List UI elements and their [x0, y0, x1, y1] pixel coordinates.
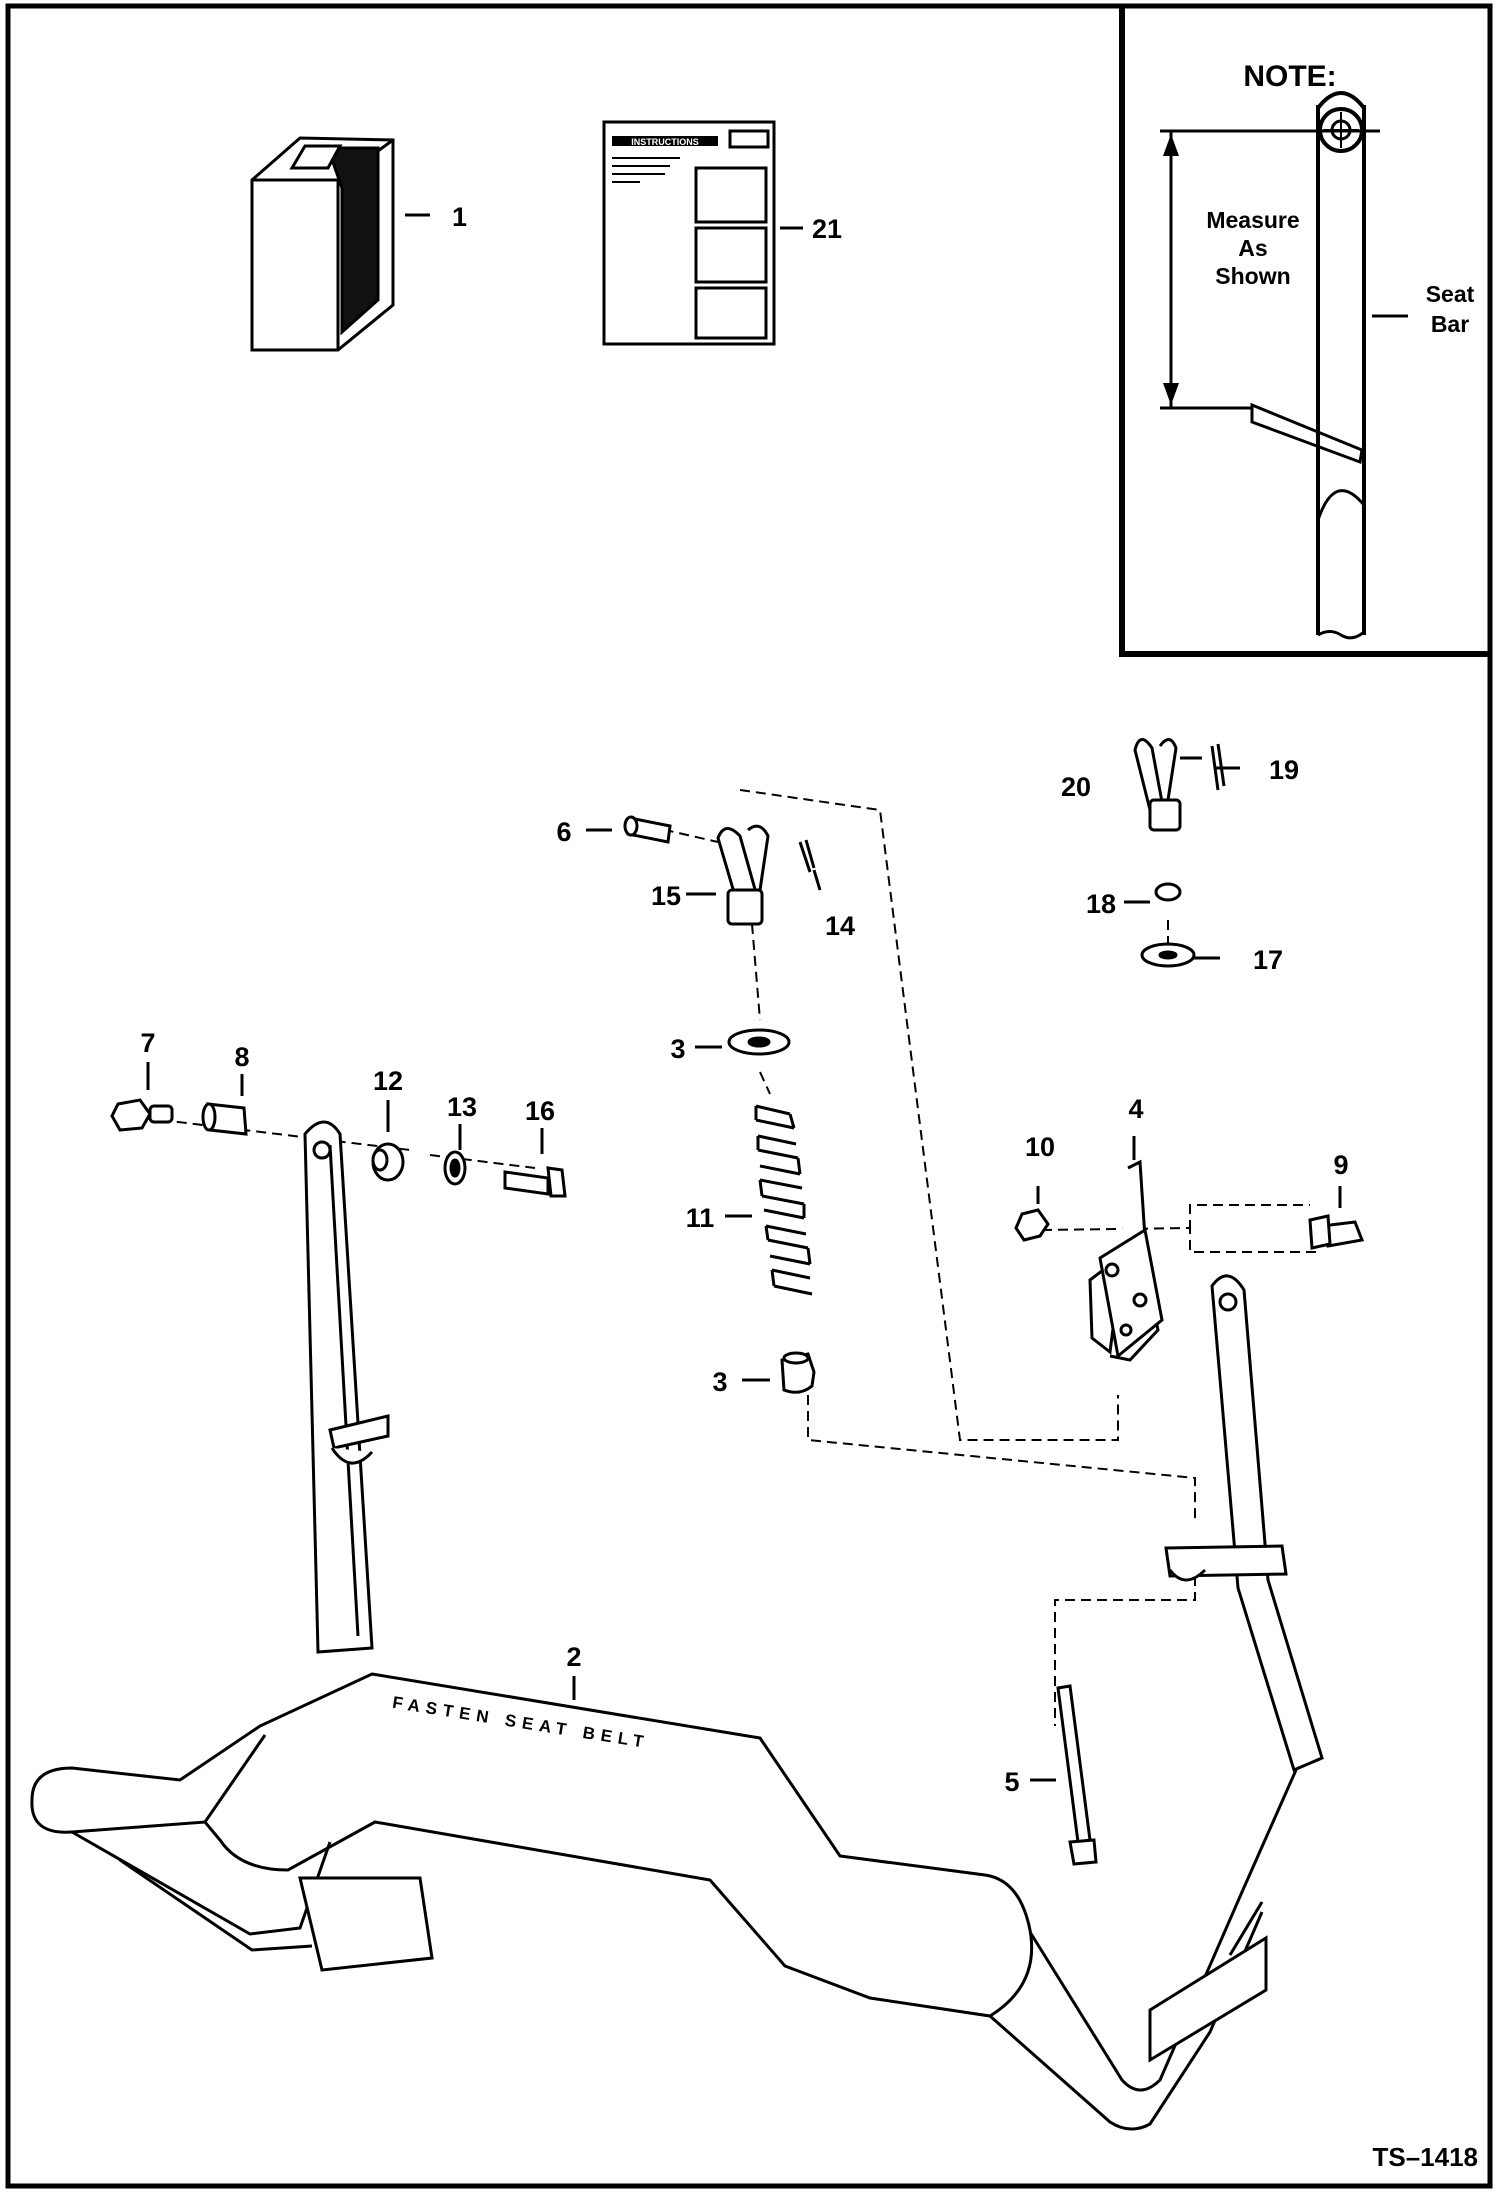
- callout-21: 21: [812, 214, 842, 244]
- spring: [754, 1104, 813, 1296]
- svg-text:INSTRUCTIONS: INSTRUCTIONS: [631, 137, 699, 147]
- callout-16: 16: [525, 1096, 555, 1126]
- left-hardware: [110, 1098, 567, 1198]
- part-21-instruction-sheet: INSTRUCTIONS 21: [602, 120, 842, 346]
- callout-5: 5: [1004, 1767, 1019, 1797]
- callout-15: 15: [651, 881, 681, 911]
- seat-bar-label-1: Seat: [1426, 281, 1475, 307]
- callout-3b: 3: [712, 1367, 727, 1397]
- callout-2: 2: [566, 1642, 581, 1672]
- callout-17: 17: [1253, 945, 1283, 975]
- callout-6: 6: [556, 817, 571, 847]
- seat-bar-label-2: Bar: [1431, 311, 1469, 337]
- part-1-box: 1: [250, 136, 467, 352]
- callout-8: 8: [234, 1042, 249, 1072]
- callout-20: 20: [1061, 772, 1091, 802]
- seat-bar-assembly: FASTEN SEAT BELT: [30, 1120, 1324, 2131]
- note-inset: NOTE: Measure As Shown Seat Bar: [1119, 8, 1490, 657]
- note-title: NOTE:: [1243, 60, 1336, 93]
- measure-label-3: Shown: [1215, 263, 1290, 289]
- callouts: 7 8 12 13 16 6 15 14 3 11 3 4 10 9 2 5 2…: [140, 755, 1348, 1797]
- callout-1: 1: [452, 202, 467, 232]
- callout-11: 11: [686, 1203, 715, 1233]
- right-hardware: [1014, 738, 1365, 1866]
- center-hardware: [623, 815, 816, 1394]
- callout-13: 13: [447, 1092, 477, 1122]
- callout-3a: 3: [670, 1034, 685, 1064]
- callout-4: 4: [1128, 1094, 1143, 1124]
- measure-label-1: Measure: [1206, 207, 1299, 233]
- callout-12: 12: [373, 1066, 403, 1096]
- callout-14: 14: [825, 911, 855, 941]
- callout-10: 10: [1025, 1132, 1055, 1162]
- reference-number: TS–1418: [1372, 2142, 1478, 2172]
- callout-7: 7: [140, 1028, 155, 1058]
- page-border: [5, 3, 1493, 2189]
- leader-lines: [146, 756, 1342, 1782]
- callout-19: 19: [1269, 755, 1299, 785]
- measure-label-2: As: [1238, 235, 1267, 261]
- callout-9: 9: [1333, 1150, 1348, 1180]
- callout-18: 18: [1086, 889, 1116, 919]
